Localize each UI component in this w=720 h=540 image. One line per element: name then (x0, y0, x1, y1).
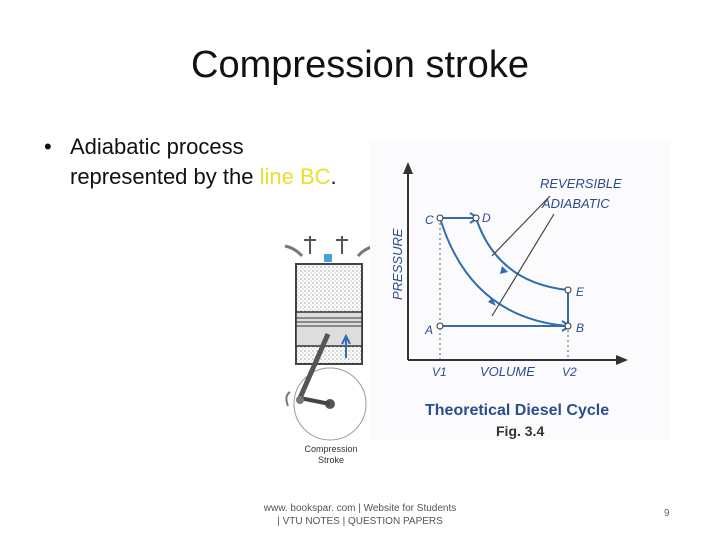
point-a: A (424, 323, 433, 337)
bullet-text-end: . (330, 164, 337, 189)
footer: www. bookspar. com | Website for Student… (240, 502, 480, 528)
slide-title: Compression stroke (191, 44, 529, 86)
page-number: 9 (664, 508, 670, 519)
point-b: B (576, 321, 584, 335)
v2-label: V2 (562, 365, 577, 379)
highlight-bc: BC (299, 164, 331, 189)
bullet-point: • Adiabatic process represented by the l… (44, 132, 344, 192)
curve-de (475, 217, 569, 291)
engine-caption-line2: Stroke (317, 455, 344, 465)
bullet-text: Adiabatic process represented by the lin… (70, 132, 344, 192)
footer-line1: www. bookspar. com | Website for Student… (263, 503, 457, 514)
pv-diagram: PRESSURE VOLUME V1 V2 C D E B A REVERSIB… (370, 140, 670, 440)
bullet-marker: • (44, 134, 52, 159)
diagram-caption: Theoretical Diesel Cycle (425, 402, 609, 419)
x-axis-label: VOLUME (480, 364, 535, 379)
highlight-line: line (259, 164, 294, 189)
annotation-adiabatic: ADIABATIC (541, 196, 610, 211)
v1-label: V1 (432, 365, 447, 379)
bullet-text-start: Adiabatic process represented by the (70, 134, 260, 189)
engine-illustration (284, 236, 376, 441)
fig-label: Fig. 3.4 (496, 423, 544, 439)
engine-caption-line1: Compression (304, 444, 358, 454)
engine-caption: Compression Stroke (290, 444, 372, 466)
y-axis-label: PRESSURE (390, 228, 405, 300)
point-e: E (576, 285, 585, 299)
footer-line2: | VTU NOTES | QUESTION PAPERS (277, 516, 443, 527)
point-c: C (425, 213, 434, 227)
curve-bc (439, 217, 569, 327)
annotation-reversible: REVERSIBLE (540, 176, 622, 191)
point-d: D (482, 211, 491, 225)
